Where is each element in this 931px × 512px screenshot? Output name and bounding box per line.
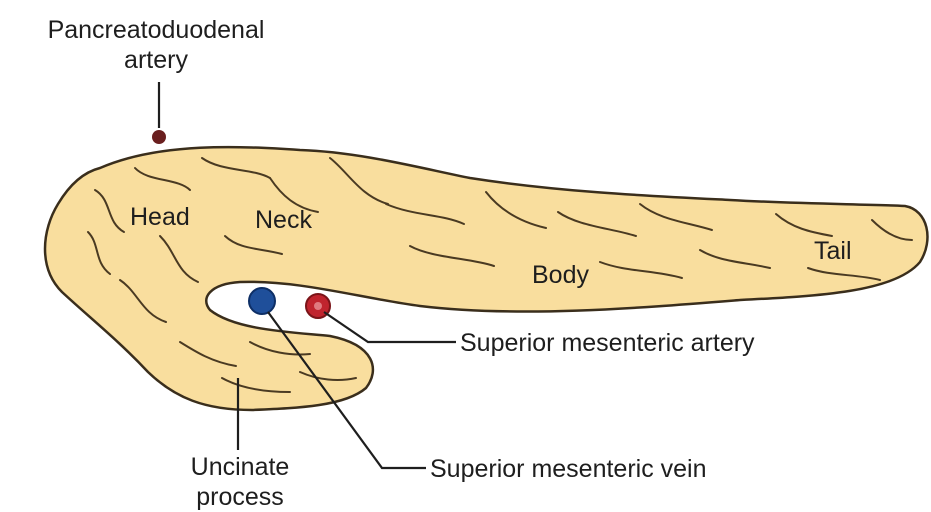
superior-mesenteric-artery-center — [314, 302, 322, 310]
pancreas-outline — [45, 147, 927, 410]
pancreatoduodenal-label-line1: Pancreatoduodenal — [48, 16, 265, 44]
head-label: Head — [130, 203, 190, 231]
superior-mesenteric-vein-dot — [249, 288, 275, 314]
tail-label: Tail — [814, 237, 852, 265]
superior-mesenteric-vein-label: Superior mesenteric vein — [430, 455, 707, 483]
sma-leader — [324, 312, 456, 342]
pancreatoduodenal-label-line2: artery — [124, 46, 188, 74]
body-label: Body — [532, 261, 589, 289]
uncinate-label-line1: Uncinate — [191, 453, 290, 481]
superior-mesenteric-artery-label: Superior mesenteric artery — [460, 329, 755, 357]
pancreatoduodenal-artery-dot — [152, 130, 166, 144]
uncinate-label-line2: process — [196, 483, 284, 511]
neck-label: Neck — [255, 206, 312, 234]
